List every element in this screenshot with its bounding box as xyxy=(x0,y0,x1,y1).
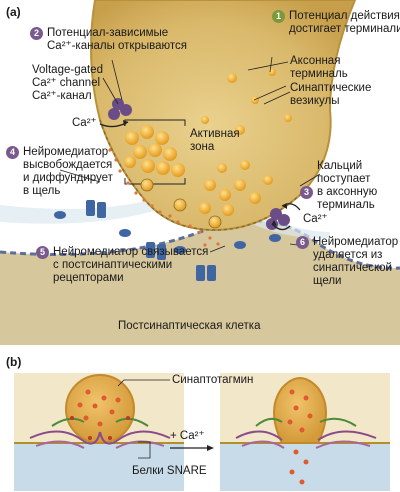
ca-label-right: Ca²⁺ xyxy=(303,213,328,225)
axon-terminal xyxy=(90,0,357,232)
receptors xyxy=(54,200,281,281)
panel-a-letter: (a) xyxy=(6,5,21,19)
vesicle-b-right xyxy=(273,377,327,444)
ca-label-left: Ca²⁺ xyxy=(72,117,97,129)
synaptotagmin-label: Синаптотагмин xyxy=(172,374,254,386)
axon-terminal-label: Аксонная терминаль xyxy=(290,55,348,80)
step-6-number: 6 xyxy=(296,236,309,249)
snare-label: Белки SNARE xyxy=(132,465,207,477)
step-4-number: 4 xyxy=(6,146,19,159)
postsynaptic-cell-label: Постсинаптическая клетка xyxy=(118,320,261,332)
vesicle-b-left xyxy=(65,374,135,444)
ca-arrow-label: + Ca²⁺ xyxy=(170,430,205,442)
postsynaptic-cell xyxy=(0,221,400,345)
step-5-number: 5 xyxy=(36,246,49,259)
synaptic-vesicles xyxy=(124,68,292,216)
step-1-number: 1 xyxy=(272,10,285,23)
panel-b-letter: (b) xyxy=(6,355,22,369)
step-3-number: 3 xyxy=(300,186,313,199)
active-zone-label: Активная зона xyxy=(190,128,240,153)
voltage-gated-label: Voltage-gated Ca²⁺ channel Ca²⁺-канал xyxy=(32,64,103,102)
step-2-number: 2 xyxy=(30,27,43,40)
synaptic-vesicles-label: Синаптические везикулы xyxy=(290,82,372,107)
